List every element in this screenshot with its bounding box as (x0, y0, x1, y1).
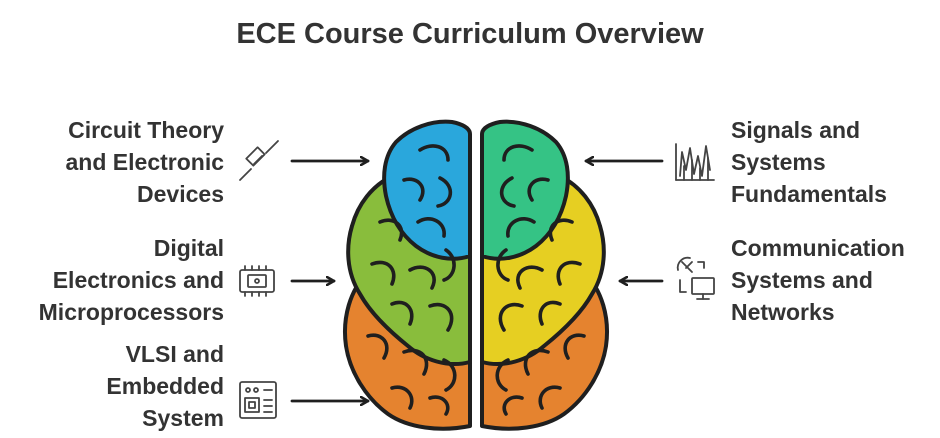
label-line: Fundamentals (731, 181, 887, 207)
label-signals: Signals and Systems Fundamentals (731, 114, 931, 210)
left-hemisphere (343, 119, 472, 431)
circuit-board-icon (239, 381, 277, 419)
diagram-title: ECE Course Curriculum Overview (236, 18, 704, 50)
label-line: Electronics and (52, 267, 224, 293)
label-line: System (142, 405, 224, 431)
label-line: Digital (153, 235, 224, 261)
right-hemisphere (480, 119, 609, 431)
resistor-icon (239, 140, 279, 181)
satellite-computer-icon (676, 256, 715, 300)
label-vlsi: VLSI and Embedded System (20, 338, 224, 434)
label-line: Embedded (106, 373, 224, 399)
microchip-icon (239, 265, 275, 297)
label-line: Networks (731, 299, 835, 325)
label-line: Systems and (731, 267, 873, 293)
label-line: Signals and (731, 117, 861, 143)
label-line: Microprocessors (38, 299, 224, 325)
label-line: VLSI and (125, 341, 224, 367)
label-line: Devices (137, 181, 224, 207)
label-circuit-theory: Circuit Theory and Electronic Devices (20, 114, 224, 210)
label-line: Communication (731, 235, 905, 261)
label-communication: Communication Systems and Networks (731, 232, 936, 328)
label-digital-electronics: Digital Electronics and Microprocessors (10, 232, 224, 328)
label-line: Systems (731, 149, 826, 175)
label-line: and Electronic (65, 149, 224, 175)
brain-illustration (343, 119, 609, 431)
signal-waveform-icon (675, 143, 715, 181)
label-line: Circuit Theory (68, 117, 224, 143)
